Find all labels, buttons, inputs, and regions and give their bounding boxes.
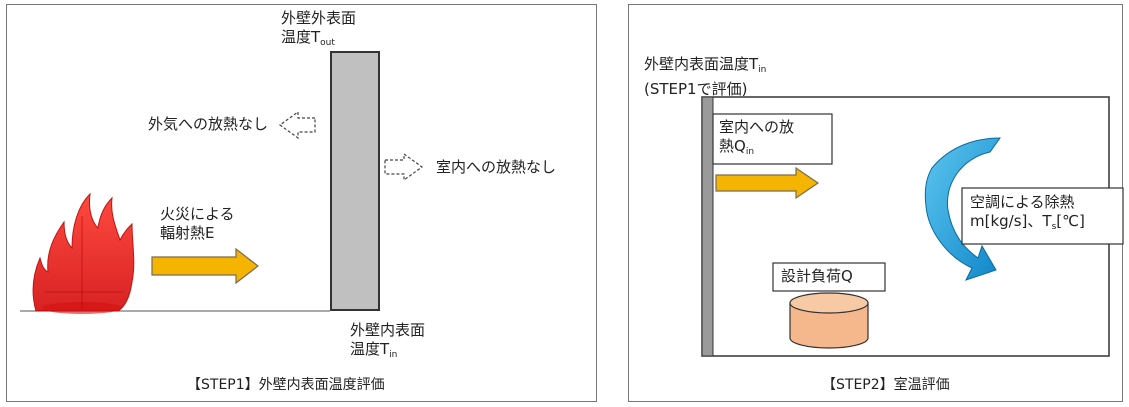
indoor-heat-box [712,113,833,165]
design-load-label: 設計負荷Q [781,267,853,285]
no-heat-indoor-label: 室内への放熱なし [436,158,557,176]
fire-radiation-label: 火災による 輻射熱E [160,205,235,242]
outer-wall [330,51,380,311]
ac-removal-box [961,187,1124,245]
outer-surface-temp-label: 外壁外表面 温度Tout [281,9,357,48]
no-heat-outside-label: 外気への放熱なし [148,115,269,133]
design-load-box [772,262,886,292]
fire-icon [32,192,135,314]
indoor-heat-label: 室内への放 熱Qin [719,118,795,157]
dashed-arrow-outside [278,110,316,140]
radiation-arrow [151,247,259,285]
step1-caption: 【STEP1】外壁内表面温度評価 [187,377,385,393]
inner-wall [701,96,714,357]
ac-removal-label: 空調による除熱 m[kg/s]、Ts[℃] [970,193,1085,232]
step2-inner-surface-temp-label: 外壁内表面温度Tin (STEP1で評価) [644,55,767,98]
ac-curved-arrow [924,137,1001,281]
indoor-heat-arrow [715,166,820,200]
step1-panel [6,4,597,402]
design-load-cylinder [789,292,869,349]
step2-caption: 【STEP2】室温評価 [822,377,950,393]
dashed-arrow-indoor [384,152,424,182]
inner-surface-temp-label: 外壁内表面 温度Tin [350,321,426,360]
